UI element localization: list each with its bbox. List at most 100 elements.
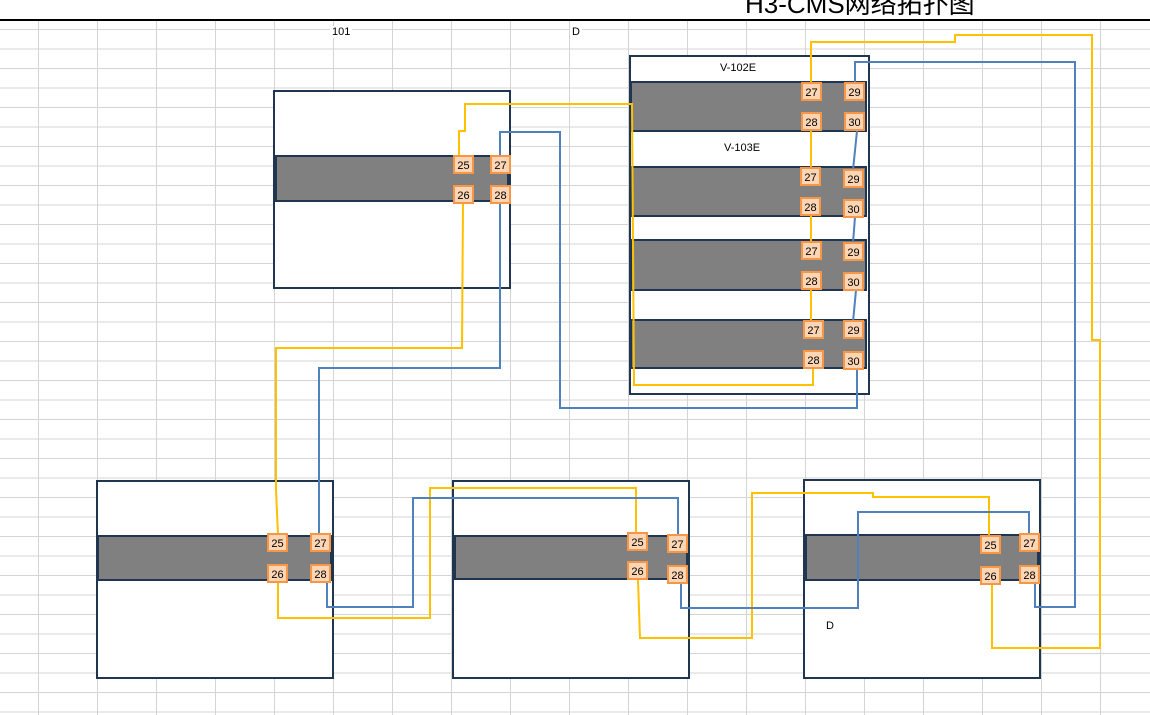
port-box xyxy=(453,185,474,204)
port-box xyxy=(310,564,331,583)
link-blue-b2-b1 xyxy=(852,130,858,171)
port-badge-30: 30 xyxy=(843,199,864,218)
port-number: 27 xyxy=(804,172,816,184)
rack-b-unit-4 xyxy=(630,319,867,369)
port-badge-29: 29 xyxy=(843,320,864,339)
port-badge-27: 27 xyxy=(803,320,824,339)
link-blue-b1-e28 xyxy=(854,61,1076,608)
port-number: 25 xyxy=(631,537,643,549)
port-box xyxy=(803,350,824,369)
port-badge-28: 28 xyxy=(803,350,824,369)
port-box xyxy=(627,532,648,551)
rack-unit-1-label: V-102E xyxy=(718,62,759,74)
port-number: 27 xyxy=(671,539,683,551)
port-badge-28: 28 xyxy=(800,197,821,216)
port-number: 30 xyxy=(848,117,860,129)
port-badge-26: 26 xyxy=(627,561,648,580)
port-box xyxy=(800,167,821,186)
port-badge-28: 28 xyxy=(490,185,511,204)
port-number: 28 xyxy=(805,117,817,129)
port-box xyxy=(844,82,865,101)
link-yellow-b-e26 xyxy=(810,34,1101,649)
port-number: 29 xyxy=(847,325,859,337)
port-badge-28: 28 xyxy=(801,271,822,290)
port-number: 30 xyxy=(847,356,859,368)
port-badge-29: 29 xyxy=(843,169,864,188)
switch-d-chassis xyxy=(454,535,688,580)
port-number: 28 xyxy=(671,570,683,582)
port-number: 28 xyxy=(1023,570,1035,582)
port-badge-27: 27 xyxy=(800,167,821,186)
rack-b-unit-2 xyxy=(630,166,867,217)
port-badge-25: 25 xyxy=(453,155,474,174)
port-box xyxy=(667,565,688,584)
port-box xyxy=(267,533,288,552)
port-box xyxy=(1019,565,1040,584)
port-box xyxy=(803,320,824,339)
port-box xyxy=(980,566,1001,585)
port-box xyxy=(843,272,864,291)
link-yellow-a26-c25 xyxy=(275,202,464,536)
page-title: H3-CMS网络拓扑图 xyxy=(745,0,975,19)
port-number: 29 xyxy=(848,87,860,99)
port-box xyxy=(801,271,822,290)
port-box xyxy=(843,242,864,261)
port-number: 29 xyxy=(847,174,859,186)
port-badge-27: 27 xyxy=(310,533,331,552)
port-number: 27 xyxy=(805,87,817,99)
rack-b-unit-1 xyxy=(630,81,867,132)
port-badge-27: 27 xyxy=(490,155,511,174)
port-number: 25 xyxy=(984,540,996,552)
port-badge-27: 27 xyxy=(667,534,688,553)
title-underline xyxy=(0,19,1150,21)
port-badge-26: 26 xyxy=(453,185,474,204)
port-number: 29 xyxy=(847,247,859,259)
port-number: 26 xyxy=(271,569,283,581)
port-box xyxy=(801,241,822,260)
port-number: 27 xyxy=(807,325,819,337)
port-box xyxy=(800,197,821,216)
port-badge-28: 28 xyxy=(1019,565,1040,584)
link-blue-c28-d27 xyxy=(326,497,679,608)
port-box xyxy=(843,199,864,218)
rack-b-unit-3 xyxy=(630,239,867,291)
group-label-top-left: 101 xyxy=(330,26,353,38)
group-label-rack: D xyxy=(570,26,582,38)
port-number: 30 xyxy=(847,277,859,289)
link-blue-a28-c27 xyxy=(318,203,501,535)
switch-c-chassis xyxy=(97,535,332,581)
port-badge-30: 30 xyxy=(844,112,865,131)
link-yellow-d26-e25 xyxy=(637,492,990,639)
port-number: 28 xyxy=(807,355,819,367)
link-yellow-a25-b xyxy=(458,103,814,386)
port-number: 30 xyxy=(847,204,859,216)
port-badge-25: 25 xyxy=(267,533,288,552)
port-box xyxy=(980,535,1001,554)
port-number: 27 xyxy=(314,538,326,550)
port-badge-28: 28 xyxy=(801,112,822,131)
port-box xyxy=(843,351,864,370)
switch-e-chassis xyxy=(805,534,1039,581)
port-badge-30: 30 xyxy=(843,351,864,370)
port-box xyxy=(801,112,822,131)
port-badge-25: 25 xyxy=(980,535,1001,554)
port-box xyxy=(801,82,822,101)
port-number: 28 xyxy=(314,569,326,581)
port-number: 27 xyxy=(1023,538,1035,550)
port-badge-28: 28 xyxy=(310,564,331,583)
port-number: 27 xyxy=(805,246,817,258)
port-badge-30: 30 xyxy=(843,272,864,291)
port-number: 25 xyxy=(271,538,283,550)
rack-unit-2-label: V-103E xyxy=(722,142,763,154)
link-blue-d28-e27 xyxy=(680,511,1030,609)
link-blue-b4-b3 xyxy=(852,289,857,323)
port-badge-26: 26 xyxy=(267,564,288,583)
port-number: 26 xyxy=(457,190,469,202)
port-box xyxy=(843,169,864,188)
link-blue-a27-b4 xyxy=(499,131,858,409)
port-box xyxy=(490,155,511,174)
port-badge-28: 28 xyxy=(667,565,688,584)
port-box xyxy=(310,533,331,552)
port-number: 25 xyxy=(457,160,469,172)
